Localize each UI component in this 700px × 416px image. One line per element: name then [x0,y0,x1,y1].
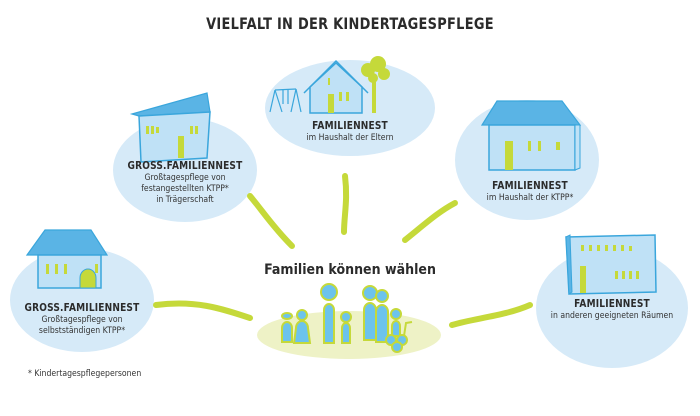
page-title: VIELFALT IN DER KINDERTAGESPFLEGE [206,14,494,33]
option-line: im Haushalt der KTPP* [486,193,574,203]
option-familiennest-eltern: FAMILIENNEST im Haushalt der Eltern [290,120,410,144]
family-icon [281,283,408,353]
option-line: in anderen geeigneten Räumen [550,311,674,321]
house-family-icon [480,100,582,171]
house-arched-door-icon [25,229,109,289]
footnote: * Kindertagespflegepersonen [28,369,142,379]
option-heading: FAMILIENNEST [574,298,650,310]
connector-lines [153,173,533,328]
option-gross-selbststaendig: GROSS.FAMILIENNEST Großtagespflege von s… [22,302,142,337]
option-gross-traeger: GROSS.FAMILIENNEST Großtagespflege von f… [125,160,245,206]
option-heading: FAMILIENNEST [312,120,388,132]
stroller-handle [403,321,413,337]
option-familiennest-ktpp: FAMILIENNEST im Haushalt der KTPP* [470,180,590,204]
building-icon [565,234,657,295]
option-line: Großtagespflege von [41,315,123,325]
option-heading: FAMILIENNEST [492,180,568,192]
option-line: im Haushalt der Eltern [306,133,394,143]
option-line: festangestellten KTPP* [141,184,229,194]
option-heading: GROSS.FAMILIENNEST [24,302,140,314]
option-familiennest-raeume: FAMILIENNEST in anderen geeigneten Räume… [548,298,677,322]
option-line: Großtagespflege von [144,173,226,183]
option-line: in Trägerschaft [156,195,214,205]
house-with-tree-icon [269,56,390,114]
option-line: selbstständigen KTPP* [38,326,126,336]
house-modern-icon [129,92,211,163]
option-heading: GROSS.FAMILIENNEST [127,160,243,172]
center-label: Familien können wählen [264,262,436,278]
